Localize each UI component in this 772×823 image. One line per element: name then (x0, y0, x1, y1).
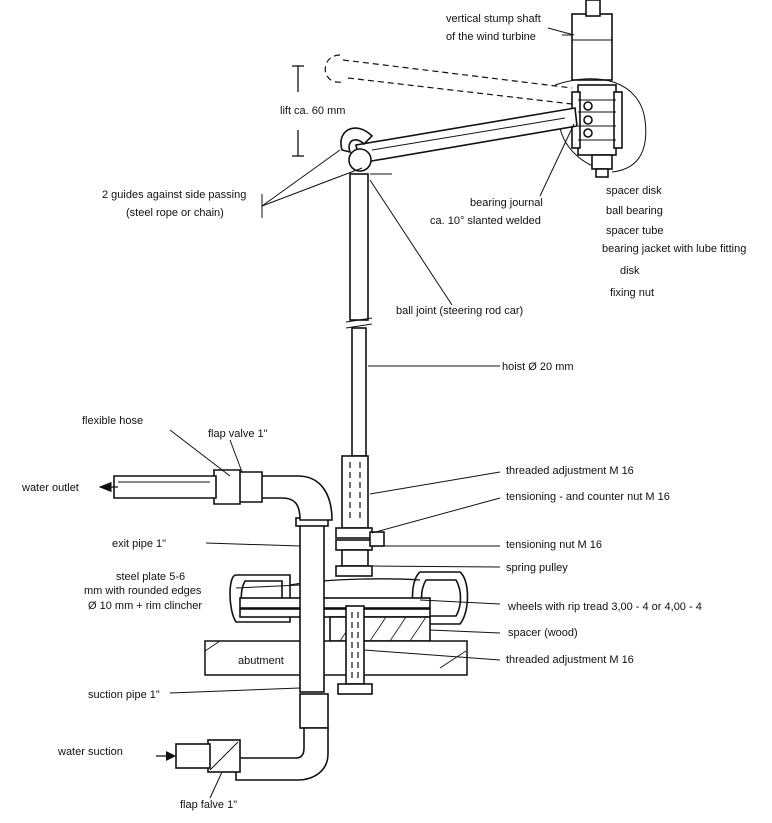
label-tensioning-counter-nut: tensioning - and counter nut M 16 (506, 491, 670, 503)
label-flap-valve-top: flap valve 1" (208, 428, 268, 440)
threaded-adjustment-upper (335, 455, 385, 577)
label-threaded-adjustment-top: threaded adjustment M 16 (506, 465, 634, 477)
spacer-wood (329, 616, 431, 642)
label-spacer-tube: spacer tube (606, 225, 663, 237)
label-fixing-nut: fixing nut (610, 287, 654, 299)
label-flexible-hose: flexible hose (82, 415, 143, 427)
suction-pipe (175, 693, 329, 781)
label-flap-valve-bottom: flap falve 1" (180, 799, 237, 811)
threaded-adjustment-lower (337, 605, 373, 695)
label-water-suction: water suction (57, 746, 123, 758)
label-wheels: wheels with rip tread 3,00 - 4 or 4,00 -… (507, 601, 702, 613)
label-hoist: hoist Ø 20 mm (502, 361, 574, 373)
label-disk: disk (620, 265, 640, 277)
crank-arm-lifted-position (324, 54, 573, 105)
turbine-shaft-assembly (554, 0, 647, 178)
label-water-outlet: water outlet (21, 482, 79, 494)
label-spring-pulley: spring pulley (506, 562, 568, 574)
exit-pipe (113, 469, 333, 693)
label-threaded-adjustment-bottom: threaded adjustment M 16 (506, 654, 634, 666)
labels: vertical stump shaft of the wind turbine… (21, 13, 746, 811)
label-ball-bearing: ball bearing (606, 205, 663, 217)
water-suction-arrow (156, 751, 176, 761)
label-bearing-journal-line2: ca. 10° slanted welded (430, 215, 541, 227)
label-tensioning-nut: tensioning nut M 16 (506, 539, 602, 551)
label-abutment: abutment (238, 655, 284, 667)
label-exit-pipe: exit pipe 1" (112, 538, 166, 550)
label-suction-pipe: suction pipe 1" (88, 689, 160, 701)
label-ball-joint: ball joint (steering rod car) (396, 305, 523, 317)
lift-dimension (292, 65, 304, 157)
label-lift: lift ca. 60 mm (280, 105, 345, 117)
label-vertical-stump-shaft-line1: vertical stump shaft (446, 13, 541, 25)
label-bearing-journal-line1: bearing journal (470, 197, 543, 209)
crank-arm (355, 107, 578, 164)
label-spacer-disk: spacer disk (606, 185, 662, 197)
abutment (204, 640, 468, 676)
label-steel-plate-line2: mm with rounded edges (84, 585, 202, 597)
label-steel-plate-line1: steel plate 5-6 (116, 571, 185, 583)
label-guides-line1: 2 guides against side passing (102, 189, 246, 201)
label-bearing-jacket: bearing jacket with lube fitting (602, 243, 746, 255)
leader-lines (169, 27, 575, 799)
label-steel-plate-line3: Ø 10 mm + rim clincher (88, 600, 202, 612)
label-vertical-stump-shaft-line2: of the wind turbine (446, 31, 536, 43)
label-guides-line2: (steel rope or chain) (126, 207, 224, 219)
label-spacer-wood: spacer (wood) (508, 627, 578, 639)
hoist-rod (345, 173, 373, 457)
ball-joint (340, 127, 392, 175)
